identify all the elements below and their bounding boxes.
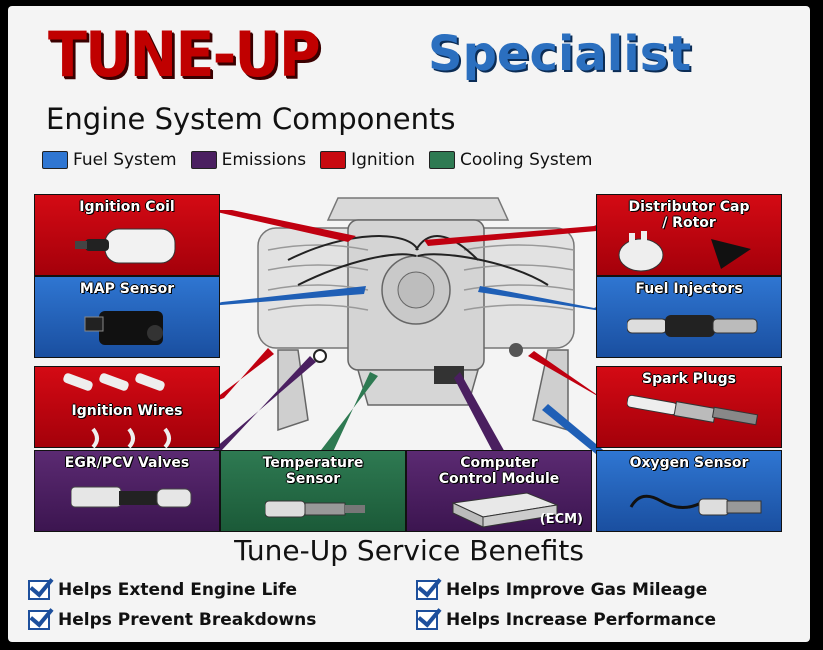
subtitle: Engine System Components	[46, 102, 456, 136]
fuel-swatch-icon	[42, 151, 68, 169]
legend-ignition: Ignition	[320, 150, 415, 170]
panel-oxygen-sensor: Oxygen Sensor	[596, 450, 782, 532]
panel-ignition-coil: Ignition Coil	[34, 194, 220, 276]
cooling-swatch-icon	[428, 151, 455, 169]
ccm-label-line2: Control Module	[438, 471, 560, 487]
ecm-label: (ECM)	[539, 512, 583, 527]
legend-emissions: Emissions	[190, 150, 307, 170]
engine-block-illustration	[228, 190, 604, 452]
checkbox-icon	[416, 610, 438, 630]
temperature-sensor-icon	[265, 500, 365, 518]
ignition-wires-icon	[63, 373, 171, 449]
temperature-label-line1: Temperature	[262, 455, 364, 471]
connector-lines	[208, 210, 608, 454]
benefits-title: Tune-Up Service Benefits	[234, 534, 584, 567]
emissions-swatch-icon	[190, 151, 217, 169]
egr-pcv-label: EGR/PCV Valves	[64, 455, 190, 471]
fuel-injectors-label: Fuel Injectors	[635, 281, 743, 297]
title-tune-up: TUNE-UP	[48, 18, 321, 91]
benefit-item: Helps Prevent Breakdowns	[28, 610, 316, 630]
checkbox-icon	[416, 580, 438, 600]
ignition-swatch-icon	[320, 151, 347, 169]
benefit-label: Helps Prevent Breakdowns	[58, 610, 317, 630]
ccm-label-line1: Computer	[460, 455, 538, 471]
benefit-item: Helps Increase Performance	[416, 610, 716, 630]
temperature-label-line2: Sensor	[285, 471, 341, 487]
temperature-sensor-label: Temperature Sensor	[221, 455, 405, 487]
computer-control-module-label: Computer Control Module	[407, 455, 591, 487]
panel-ignition-wires: Ignition Wires	[34, 366, 220, 449]
map-sensor-label: MAP Sensor	[79, 281, 175, 297]
checkbox-icon	[28, 580, 50, 600]
panel-egr-pcv-valves: EGR/PCV Valves	[34, 450, 220, 532]
legend-label: Cooling System	[459, 150, 593, 170]
panel-fuel-injectors: Fuel Injectors	[596, 276, 782, 358]
oxygen-sensor-icon	[629, 494, 762, 516]
benefit-label: Helps Increase Performance	[446, 610, 716, 630]
distributor-label: Distributor Cap / Rotor	[597, 199, 781, 231]
map-sensor-icon	[84, 311, 163, 345]
checkbox-icon	[28, 610, 50, 630]
legend-label: Emissions	[221, 150, 307, 170]
ignition-coil-icon	[75, 228, 176, 264]
oxygen-sensor-label: Oxygen Sensor	[629, 455, 749, 471]
benefit-item: Helps Improve Gas Mileage	[416, 580, 707, 600]
ignition-coil-label: Ignition Coil	[79, 199, 175, 215]
legend-fuel-system: Fuel System	[42, 150, 177, 170]
ecm-icon	[451, 492, 559, 528]
panel-computer-control-module: Computer Control Module (ECM)	[406, 450, 592, 532]
spark-plug-icon	[627, 394, 759, 426]
panel-distributor-cap-rotor: Distributor Cap / Rotor	[596, 194, 782, 276]
panel-map-sensor: MAP Sensor	[34, 276, 220, 358]
fuel-injector-icon	[627, 315, 758, 337]
distributor-cap-icon	[618, 231, 751, 272]
title-specialist: Specialist	[428, 26, 692, 82]
panel-temperature-sensor: Temperature Sensor	[220, 450, 406, 532]
distributor-label-line2: / Rotor	[662, 215, 716, 231]
egr-valve-icon	[71, 486, 192, 508]
benefit-label: Helps Improve Gas Mileage	[446, 580, 708, 600]
distributor-label-line1: Distributor Cap	[628, 199, 750, 215]
legend: Fuel System Emissions Ignition Cooling S…	[42, 148, 802, 172]
spark-plugs-label: Spark Plugs	[641, 371, 737, 387]
benefit-item: Helps Extend Engine Life	[28, 580, 297, 600]
legend-cooling-system: Cooling System	[428, 150, 593, 170]
ignition-wires-label: Ignition Wires	[71, 403, 183, 419]
tune-up-poster: TUNE-UP Specialist Engine System Compone…	[8, 6, 810, 642]
legend-label: Ignition	[351, 150, 415, 170]
legend-label: Fuel System	[73, 150, 177, 170]
panel-spark-plugs: Spark Plugs	[596, 366, 782, 448]
benefit-label: Helps Extend Engine Life	[58, 580, 298, 600]
